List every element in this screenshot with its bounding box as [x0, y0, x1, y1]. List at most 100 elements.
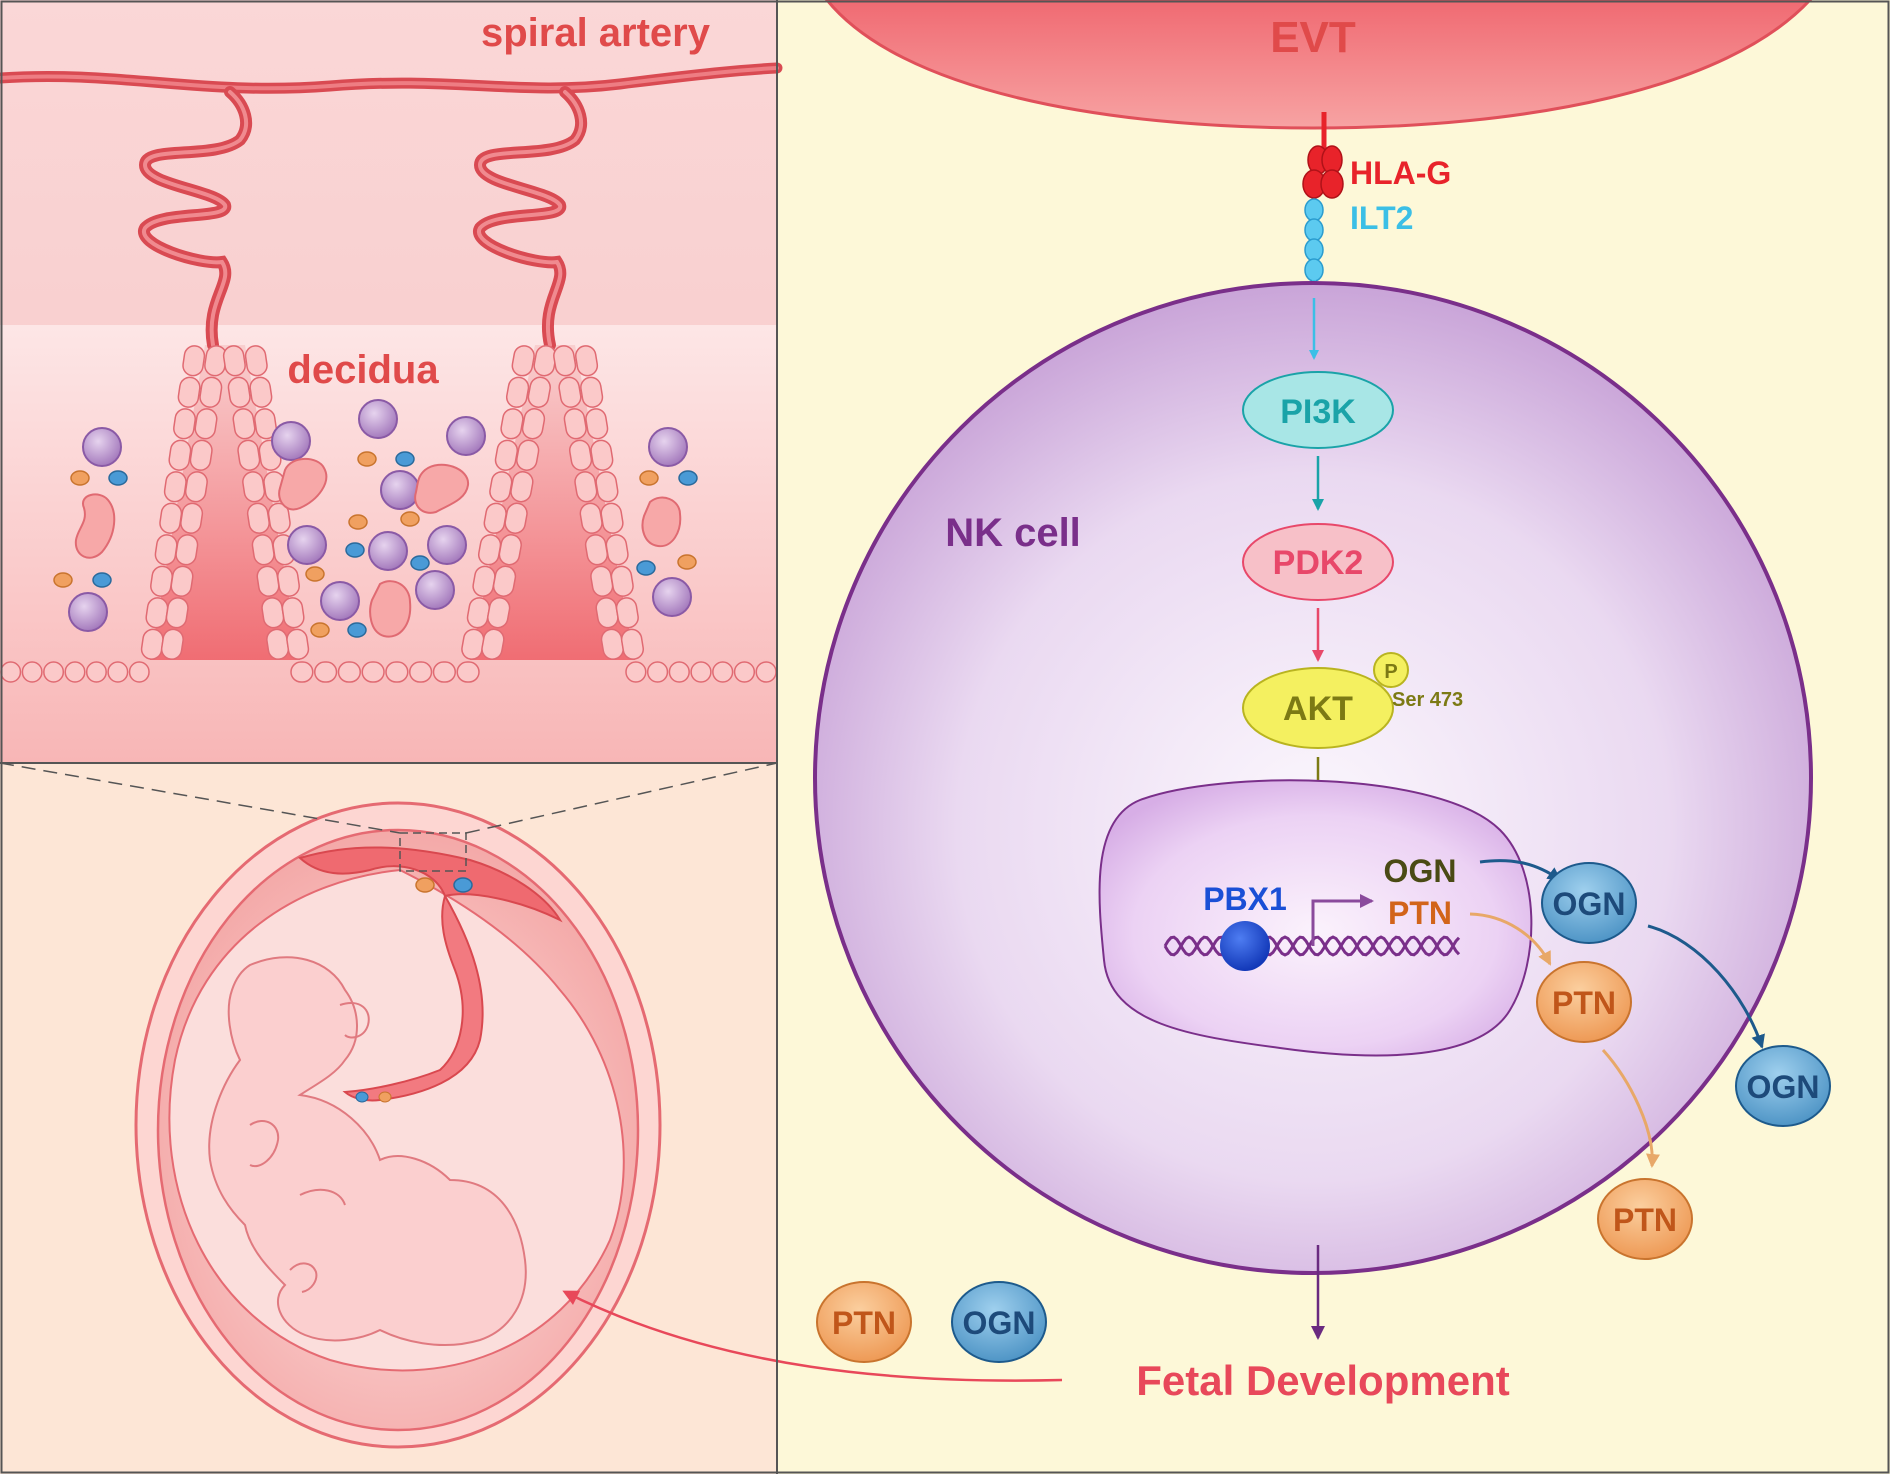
- ogn-gene-label: OGN: [1384, 853, 1457, 889]
- evt-cell: [825, 0, 1813, 130]
- nk-cell-label: NK cell: [945, 511, 1081, 555]
- ogn-secreted-3-label: OGN: [963, 1305, 1036, 1341]
- endothelial-cell: [605, 534, 629, 566]
- endothelial-cell: [199, 376, 223, 408]
- endothelial-cell: [553, 345, 577, 377]
- endothelial-cell: [500, 408, 524, 440]
- endothelial-cell: [182, 345, 206, 377]
- placenta: [298, 846, 563, 923]
- endothelial-cell: [232, 408, 256, 440]
- endothelial-cell: [504, 502, 528, 534]
- ptn-secreted-2: [1597, 1178, 1693, 1260]
- endothelial-cell: [177, 376, 201, 408]
- endothelial-cell: [755, 661, 777, 683]
- ogn-secreted-2: [1735, 1045, 1831, 1127]
- arrow-ogn-gene-to-ogn: [1479, 859, 1562, 882]
- pdk2-node: [1242, 523, 1394, 601]
- endothelial-cell: [175, 534, 199, 566]
- pi3k-label: PI3K: [1280, 393, 1356, 431]
- endothelial-cell: [511, 345, 535, 377]
- endothelial-cell: [165, 597, 189, 629]
- ptn-secreted-3-label: PTN: [832, 1305, 896, 1341]
- endothelial-cell: [281, 597, 305, 629]
- akt-label: AKT: [1283, 690, 1353, 728]
- endothelial-cell: [409, 661, 433, 683]
- arrow-ptn-to-ptn-outer: [1601, 1048, 1660, 1168]
- endothelial-cell: [128, 661, 150, 683]
- endothelial-cell: [168, 439, 192, 471]
- fetus: [208, 956, 527, 1346]
- endothelial-cell: [290, 661, 314, 683]
- uterus-illustration: [134, 801, 662, 1449]
- hla-g-ilt2-complex: [1302, 112, 1344, 298]
- ptn-secreted-3: [816, 1281, 912, 1363]
- endothelial-cell: [487, 597, 511, 629]
- endothelial-cell: [277, 565, 300, 597]
- endothelial-cell: [733, 661, 756, 683]
- endothelial-cell: [194, 408, 218, 440]
- endothelial-cell: [595, 471, 619, 503]
- endothelial-cell: [510, 471, 534, 503]
- endothelial-cell: [668, 661, 690, 683]
- akt-node: [1242, 667, 1394, 749]
- endothelial-cell: [189, 439, 213, 471]
- decidual-macrophages: [74, 457, 682, 638]
- endothelial-cell: [646, 661, 669, 683]
- ptn-gene-label: PTN: [1388, 895, 1452, 931]
- spiral-artery-label: spiral artery: [481, 11, 711, 55]
- endothelial-cell: [160, 628, 184, 660]
- arrow-ogn-to-ogn-outer: [1647, 924, 1765, 1049]
- endothelial-cell: [43, 661, 65, 683]
- ogn-secreted-2-label: OGN: [1747, 1069, 1820, 1105]
- endothelial-cell: [590, 439, 614, 471]
- hla-g-molecule: [1302, 145, 1344, 199]
- zoom-line-right: [465, 762, 778, 834]
- endothelial-cell: [227, 376, 251, 408]
- endothelial-cell: [563, 408, 587, 440]
- cord-blue-cell: [355, 1091, 369, 1103]
- endothelial-cell: [620, 628, 644, 660]
- endothelial-cell: [0, 661, 22, 683]
- endothelial-cell: [267, 502, 291, 534]
- endothelial-cell: [521, 408, 546, 440]
- pbx1-protein: [1220, 921, 1270, 971]
- pdk2-label: PDK2: [1273, 544, 1364, 582]
- decidual-nk-cells: [68, 399, 692, 632]
- endothelial-cell: [107, 661, 129, 683]
- ilt2-label: ILT2: [1350, 200, 1413, 236]
- endothelial-cell: [610, 565, 634, 597]
- endothelial-cell: [625, 661, 647, 683]
- endothelial-cell: [64, 661, 86, 683]
- placenta-orange-cell: [415, 877, 435, 893]
- umbilical-cord: [342, 893, 484, 1102]
- endothelial-cell: [85, 661, 107, 683]
- endothelial-cell: [615, 597, 639, 629]
- endothelial-cell: [516, 439, 540, 471]
- pi3k-node: [1242, 371, 1394, 449]
- endothelial-cell: [361, 661, 385, 683]
- endothelial-cell: [580, 376, 604, 408]
- endothelial-cell: [184, 471, 208, 503]
- endothelial-cell-layers: [0, 345, 777, 683]
- endothelial-cell: [173, 408, 196, 440]
- ilt2-molecule: [1304, 198, 1324, 282]
- endothelial-cell: [568, 439, 593, 471]
- decidua-label: decidua: [287, 348, 439, 392]
- endothelial-cell: [574, 471, 598, 503]
- endothelial-cell: [254, 408, 277, 440]
- endothelial-cell: [527, 376, 551, 408]
- decidual-cells: [53, 399, 698, 638]
- evt-label: EVT: [1270, 13, 1356, 62]
- endothelial-cell: [242, 471, 266, 503]
- endothelial-cell: [481, 628, 505, 660]
- decidual-orange-cells: [53, 451, 697, 638]
- zoom-region-box: [399, 832, 467, 872]
- fetal-development-label: Fetal Development: [1136, 1357, 1509, 1404]
- transcription-start-arrow: [1311, 894, 1374, 946]
- ptn-secreted-1-label: PTN: [1552, 985, 1616, 1021]
- endothelial-cell: [337, 661, 361, 683]
- endothelial-cell: [222, 345, 246, 377]
- ogn-secreted-1: [1541, 862, 1637, 944]
